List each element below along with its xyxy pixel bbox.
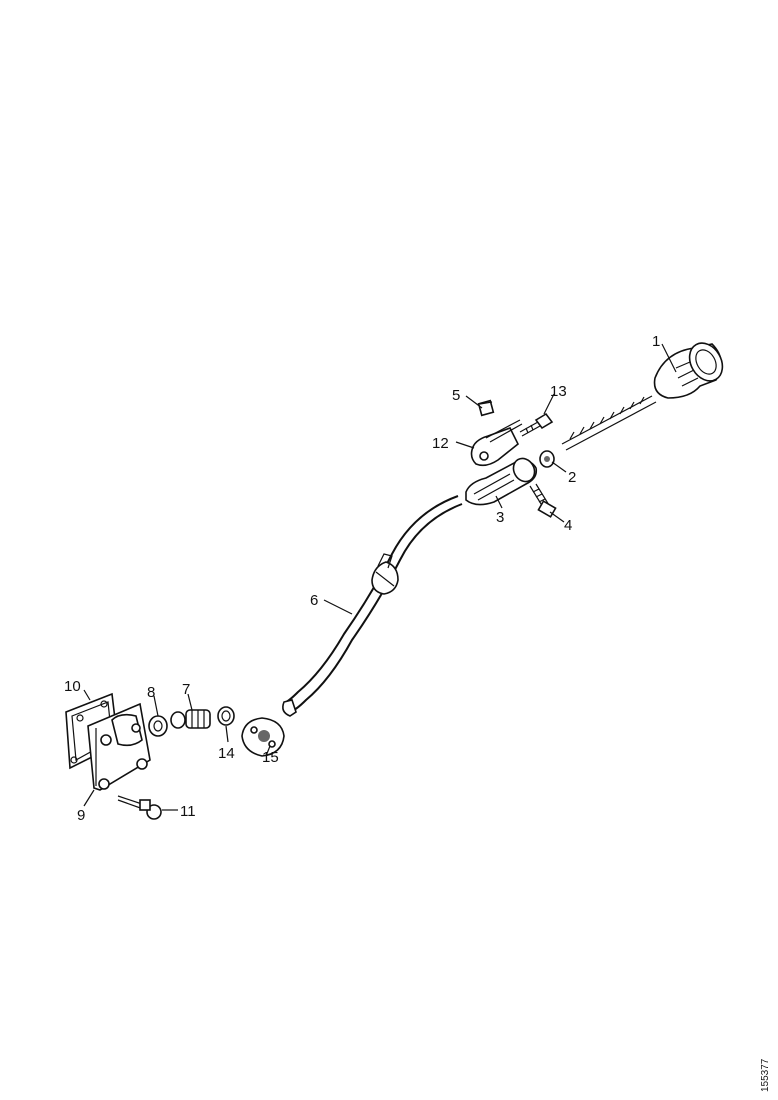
callout-10: 10 bbox=[64, 678, 81, 695]
part-3-lever-sleeve bbox=[465, 457, 538, 506]
part-15-ball-joint bbox=[241, 717, 285, 757]
callout-9: 9 bbox=[77, 807, 85, 824]
part-14-sleeve bbox=[217, 706, 235, 726]
part-1-gear-knob bbox=[653, 342, 724, 399]
threaded-rod bbox=[561, 395, 657, 451]
part-12-bracket bbox=[470, 419, 523, 467]
callout-3: 3 bbox=[496, 509, 504, 526]
part-13-screw bbox=[519, 412, 554, 437]
callout-7: 7 bbox=[182, 681, 190, 698]
callout-11: 11 bbox=[180, 803, 196, 820]
callout-15: 15 bbox=[262, 749, 279, 766]
cable-clamp bbox=[371, 553, 399, 595]
part-9-housing bbox=[87, 702, 151, 791]
part-11-screw bbox=[117, 795, 162, 820]
callout-13: 13 bbox=[550, 383, 567, 400]
part-8-washer bbox=[148, 715, 168, 737]
leader-lines bbox=[83, 343, 677, 811]
callout-4: 4 bbox=[564, 517, 572, 534]
callout-14: 14 bbox=[218, 745, 235, 762]
part-4-bolt bbox=[529, 483, 557, 518]
reference-number: 155377 bbox=[760, 1058, 771, 1092]
part-2-nut bbox=[539, 450, 555, 468]
part-6-shift-cable bbox=[282, 495, 463, 717]
callout-12: 12 bbox=[432, 435, 449, 452]
callout-1: 1 bbox=[652, 333, 660, 350]
part-5-clip bbox=[477, 399, 495, 417]
callout-2: 2 bbox=[568, 469, 576, 486]
callout-6: 6 bbox=[310, 592, 318, 609]
callout-5: 5 bbox=[452, 387, 460, 404]
part-7-coupling bbox=[170, 709, 211, 729]
callout-8: 8 bbox=[147, 684, 155, 701]
